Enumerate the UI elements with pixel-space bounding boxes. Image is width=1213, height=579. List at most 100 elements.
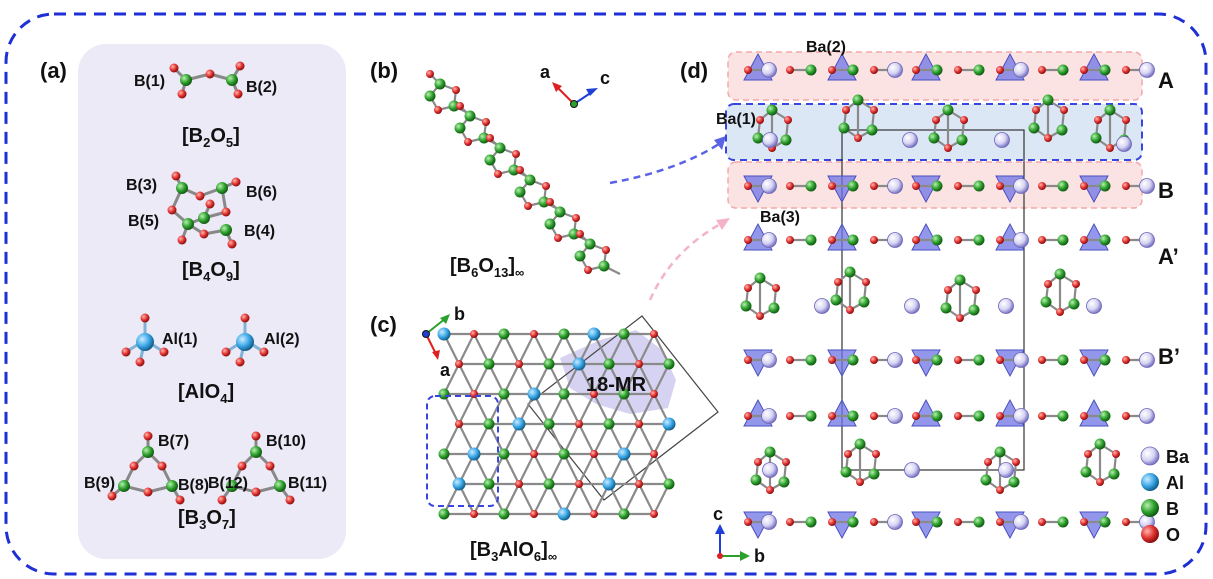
- o-atom: [756, 116, 764, 124]
- b-atom: [1057, 516, 1069, 528]
- o-atom: [870, 412, 878, 420]
- panel-a-letter: (a): [40, 58, 67, 83]
- b-atom: [558, 448, 570, 460]
- panel-b: (b) a c [B6O13]∞: [370, 58, 621, 280]
- layer-label-a-prime: A’: [1158, 244, 1179, 269]
- ba-atom: [994, 132, 1010, 148]
- ba-atom: [761, 514, 777, 530]
- o-atom: [828, 66, 836, 74]
- bond: [623, 483, 640, 515]
- o-atom: [786, 236, 794, 244]
- o-atom: [744, 518, 752, 526]
- ba-atom: [1086, 298, 1102, 314]
- o-atom: [1072, 280, 1080, 288]
- ba-atom: [887, 352, 903, 368]
- b-atom: [514, 186, 526, 198]
- b-atom: [973, 354, 985, 366]
- b-atom: [847, 410, 859, 422]
- b-atom: [805, 410, 817, 422]
- axis-triad-c: b a: [422, 304, 465, 380]
- outer-frame: [4, 12, 1208, 576]
- axis-label-c-a: a: [440, 360, 451, 380]
- bond: [488, 483, 505, 515]
- ba-atom: [1139, 62, 1155, 78]
- o-atom: [744, 412, 752, 420]
- o-atom: [530, 510, 538, 518]
- ba-atom: [887, 178, 903, 194]
- o-atom: [530, 330, 538, 338]
- b-atom: [740, 300, 752, 312]
- o-atom: [635, 360, 643, 368]
- o-atom: [870, 106, 878, 114]
- o-atom: [1044, 134, 1052, 142]
- ba-atom: [1116, 136, 1132, 152]
- o-atom: [464, 138, 472, 146]
- o-atom: [954, 182, 962, 190]
- b-atom: [1057, 234, 1069, 246]
- o-atom: [766, 486, 774, 494]
- o-atom: [932, 116, 940, 124]
- b-atom: [931, 516, 943, 528]
- b-atom: [584, 238, 596, 250]
- bond: [458, 363, 475, 395]
- o-atom: [828, 356, 836, 364]
- o-atom: [584, 266, 592, 274]
- atom-label-b8: B(8): [178, 477, 209, 494]
- b-atom: [805, 234, 817, 246]
- o-atom: [516, 166, 524, 174]
- o-atom: [602, 246, 610, 254]
- bond: [578, 453, 595, 485]
- o-atom: [1038, 356, 1046, 364]
- o-atom: [744, 284, 752, 292]
- b-atom: [968, 304, 980, 316]
- b-atom: [438, 508, 450, 520]
- al-atom: [572, 357, 586, 371]
- legend-label-al: Al: [1166, 473, 1184, 493]
- layer-label-a: A: [1158, 68, 1174, 93]
- o-atom: [944, 286, 952, 294]
- b-atom: [524, 174, 536, 186]
- b-atom: [778, 476, 790, 488]
- b-atom: [558, 328, 570, 340]
- o-atom: [786, 182, 794, 190]
- b-atom: [618, 508, 630, 520]
- b-atom: [483, 358, 495, 370]
- o-atom: [575, 420, 583, 428]
- o-atom: [554, 234, 562, 242]
- o-atom: [954, 412, 962, 420]
- b-atom: [1099, 180, 1111, 192]
- o-atom: [870, 182, 878, 190]
- o-atom: [542, 182, 550, 190]
- b-atom: [464, 110, 476, 122]
- o-atom: [828, 518, 836, 526]
- b-atom: [750, 474, 762, 486]
- o-atom: [546, 198, 554, 206]
- bond: [548, 333, 565, 365]
- o-atom: [996, 66, 1004, 74]
- o-atom: [455, 420, 463, 428]
- bond: [488, 363, 505, 395]
- ba-atom: [761, 352, 777, 368]
- ba-atom: [1013, 178, 1029, 194]
- bond: [653, 333, 670, 365]
- panel-a: (a) B(1) B(2) [B2O5]: [40, 44, 346, 559]
- b-atom: [1057, 354, 1069, 366]
- ba-atom: [887, 232, 903, 248]
- b-atom: [558, 388, 570, 400]
- o-atom: [960, 116, 968, 124]
- b-atom: [1042, 94, 1054, 106]
- bond: [548, 363, 565, 395]
- o-atom: [1084, 450, 1092, 458]
- site-label-ba1: Ba(1): [716, 111, 756, 128]
- b-atom: [1099, 516, 1111, 528]
- atom-label-b10: B(10): [266, 433, 306, 450]
- bond: [503, 363, 520, 395]
- o-atom: [1080, 66, 1088, 74]
- o-atom: [1080, 412, 1088, 420]
- ba-atom: [1013, 352, 1029, 368]
- b-atom: [994, 446, 1006, 458]
- o-atom: [1044, 280, 1052, 288]
- o-atom: [996, 518, 1004, 526]
- o-atom: [635, 420, 643, 428]
- panel-d: (d) Ba(2) Ba(1) Ba(3) A B A’ B’ c b Ba A…: [680, 39, 1190, 566]
